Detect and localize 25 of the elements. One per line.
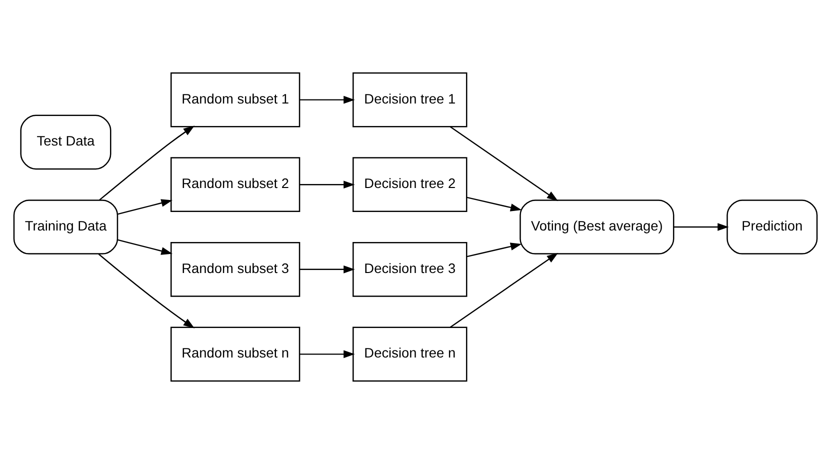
arrow — [98, 125, 194, 200]
node-box: Decision tree 3 — [352, 241, 467, 296]
node-box: Training Data — [12, 199, 118, 254]
arrow — [673, 222, 728, 230]
arrow — [299, 264, 354, 273]
node-box: Decision tree 2 — [352, 156, 467, 212]
node-box: Voting (Best average) — [519, 199, 674, 254]
node-box: Decision tree n — [352, 326, 467, 382]
arrow — [449, 126, 558, 201]
node-box: Random subset 3 — [170, 241, 300, 296]
node-box: Random subset n — [170, 326, 300, 382]
node-box: Decision tree 1 — [352, 72, 467, 127]
node-box: Prediction — [726, 199, 818, 254]
arrow — [98, 253, 194, 328]
arrow — [116, 198, 172, 214]
arrow — [466, 242, 522, 257]
arrow — [466, 196, 522, 211]
arrow — [299, 350, 354, 358]
arrow — [116, 238, 172, 254]
node-box: Random subset 1 — [170, 72, 300, 127]
node-box: Test Data — [20, 114, 111, 170]
arrow — [449, 252, 558, 328]
arrow — [299, 180, 354, 188]
node-box: Random subset 2 — [170, 156, 300, 212]
arrow — [299, 95, 354, 104]
